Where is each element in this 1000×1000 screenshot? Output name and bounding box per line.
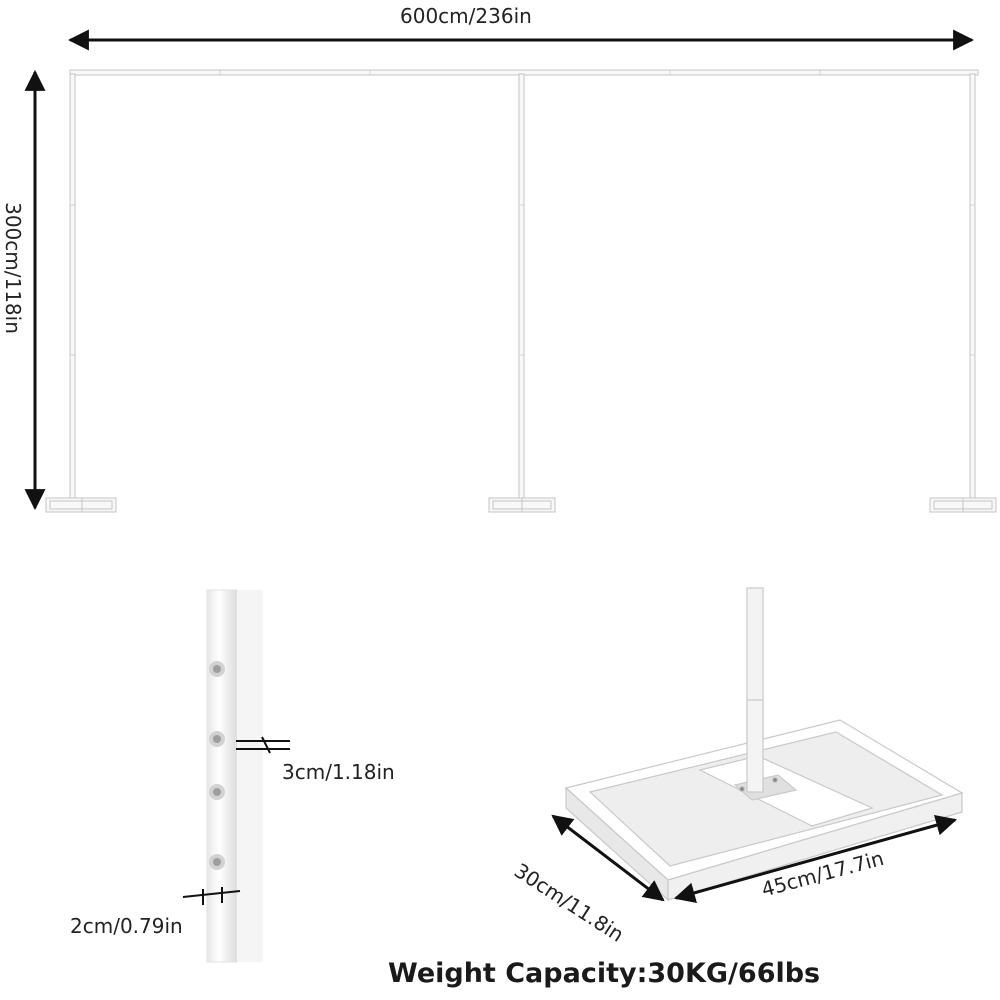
pipe-diameter-marker xyxy=(182,887,241,905)
hole-spacing-marker xyxy=(236,736,290,754)
center-upright xyxy=(518,73,525,501)
frame-joints xyxy=(70,70,975,356)
pipe-body xyxy=(206,589,238,963)
overall-width-label: 600cm/236in xyxy=(400,4,532,28)
pipe-holes xyxy=(209,661,225,870)
base-closeup xyxy=(564,587,964,902)
center-base xyxy=(488,497,556,513)
backdrop-frame xyxy=(45,69,997,513)
right-upright xyxy=(969,73,976,501)
overall-height-label: 300cm/118in xyxy=(1,202,25,334)
base-depth-arrow xyxy=(551,814,665,902)
pipe-closeup xyxy=(182,589,290,963)
left-upright xyxy=(69,73,76,501)
weight-capacity-label: Weight Capacity:30KG/66lbs xyxy=(388,958,821,989)
left-base xyxy=(45,497,117,513)
base-width-arrow xyxy=(673,814,958,904)
hole-spacing-label: 3cm/1.18in xyxy=(282,760,395,784)
pipe-diameter-label: 2cm/0.79in xyxy=(70,914,183,938)
right-base xyxy=(929,497,997,513)
